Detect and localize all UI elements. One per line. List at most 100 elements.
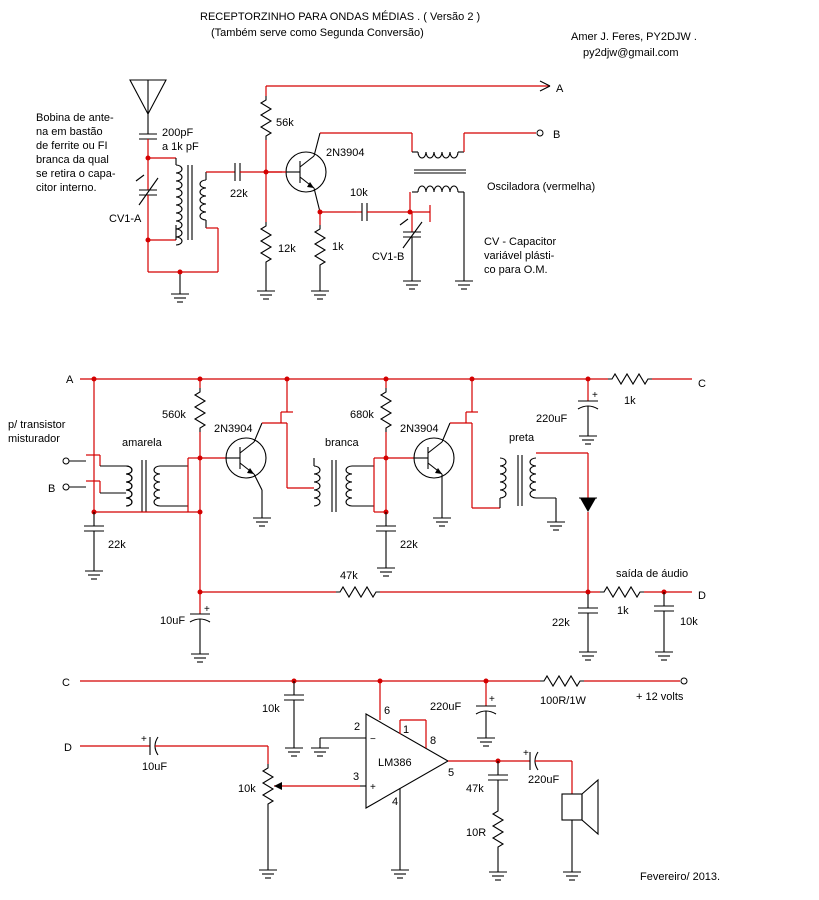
oscillator-coil (409, 132, 536, 275)
label-10k-1: 10k (350, 187, 368, 199)
label-10uf-1: 10uF (160, 615, 185, 627)
label-220uf-1: 220uF (536, 413, 567, 425)
svg-text:citor interno.: citor interno. (36, 182, 97, 194)
capacitor-220uf-2: + (475, 681, 497, 732)
label-pot: 10k (238, 783, 256, 795)
label-lm386: LM386 (378, 757, 412, 769)
note-cv: CV - Capacitor variável plásti- co para … (484, 236, 556, 276)
capacitor-10uf-agc: + (189, 592, 211, 648)
label-cv1b: CV1-B (372, 251, 404, 263)
label-branca: branca (325, 437, 360, 449)
author: Amer J. Feres, PY2DJW . (571, 31, 697, 43)
label-100r: 100R/1W (540, 695, 586, 707)
resistor-1k-audio (599, 586, 645, 598)
transistor-q1 (285, 151, 327, 193)
label-b-top: B (553, 129, 560, 141)
label-22k-4: 22k (552, 617, 570, 629)
ic-lm386: − + (365, 713, 450, 809)
capacitor-200pf (139, 133, 157, 158)
label-q1: 2N3904 (326, 147, 365, 159)
capacitor-22k-mid1 (83, 511, 105, 546)
capacitor-22k-out (577, 593, 599, 628)
svg-text:+: + (523, 748, 529, 759)
label-22k-2: 22k (108, 539, 126, 551)
label-a-top: A (556, 83, 564, 95)
capacitor-220uf-output: + (523, 748, 572, 771)
label-47k-2: 47k (466, 783, 484, 795)
label-680k: 680k (350, 409, 374, 421)
email: py2djw@gmail.com (583, 47, 679, 59)
transistor-q3 (413, 437, 455, 479)
label-47k-1: 47k (340, 570, 358, 582)
resistor-10r-zobel (492, 806, 504, 852)
footer-date: Fevereiro/ 2013. (640, 871, 720, 883)
label-10k-2: 10k (680, 616, 698, 628)
label-220uf-3: 220uF (528, 774, 559, 786)
svg-text:misturador: misturador (8, 433, 60, 445)
label-b-mid: B (48, 483, 55, 495)
connector-a-top (539, 80, 551, 92)
label-cv1a: CV1-A (109, 213, 142, 225)
label-200pf-b: a 1k pF (162, 141, 199, 153)
connector-b-mid-icon (62, 483, 70, 491)
capacitor-10k-audio (653, 591, 675, 626)
label-amarela: amarela (122, 437, 163, 449)
speaker-icon (561, 761, 599, 866)
svg-text:p/ transistor: p/ transistor (8, 419, 66, 431)
transistor-q2 (225, 437, 267, 479)
label-q2: 2N3904 (214, 423, 253, 435)
svg-text:Bobina de ante-: Bobina de ante- (36, 112, 114, 124)
oscillator-note: Osciladora (vermelha) (487, 181, 595, 193)
capacitor-10k-osc (356, 203, 410, 221)
resistor-47k-agc (335, 586, 381, 598)
label-q3: 2N3904 (400, 423, 439, 435)
label-1k-3: 1k (617, 605, 629, 617)
svg-text:se retira o capa-: se retira o capa- (36, 168, 116, 180)
note-antenna-coil: Bobina de ante- na em bastão de ferrite … (36, 112, 116, 194)
svg-text:+: + (592, 390, 598, 401)
detector-diode (579, 453, 597, 594)
capacitor-10uf-input: + (141, 734, 268, 756)
label-220uf-2: 220uF (430, 701, 461, 713)
svg-text:de ferrite ou FI: de ferrite ou FI (36, 140, 108, 152)
supply-note: + 12 volts (636, 691, 684, 703)
label-12k: 12k (278, 243, 296, 255)
transformer-preta (465, 379, 588, 516)
potentiometer-volume[interactable] (261, 746, 360, 864)
title: RECEPTORZINHO PARA ONDAS MÉDIAS . ( Vers… (200, 10, 480, 23)
svg-text:co para O.M.: co para O.M. (484, 264, 548, 276)
capacitor-220uf-1: + (577, 379, 599, 430)
note-mixer: p/ transistor misturador (8, 419, 66, 445)
label-10k-3: 10k (262, 703, 280, 715)
resistor-100r (539, 675, 585, 687)
label-22k-1: 22k (230, 188, 248, 200)
subtitle: (Também serve como Segunda Conversão) (211, 27, 424, 39)
svg-text:+: + (370, 782, 376, 793)
antenna-icon (129, 79, 167, 134)
capacitor-47k-zobel (487, 760, 509, 795)
resistor-1k-supply (607, 373, 653, 385)
label-1k-2: 1k (624, 395, 636, 407)
label-pin2: 2 (354, 721, 360, 733)
label-pin6: 6 (384, 705, 390, 717)
resistor-56k (260, 95, 272, 141)
svg-text:+: + (204, 604, 210, 615)
label-560k: 560k (162, 409, 186, 421)
audio-out-note: saída de áudio (616, 568, 688, 580)
capacitor-10k-supply (283, 680, 305, 715)
capacitor-22k-mid2 (375, 511, 397, 546)
label-22k-3: 22k (400, 539, 418, 551)
resistor-12k (260, 221, 272, 267)
svg-text:+: + (141, 734, 147, 745)
variable-capacitor-cv1b (399, 212, 423, 275)
label-d-bottom: D (64, 742, 72, 754)
capacitor-22k-coupling (230, 163, 282, 181)
transformer-branca (280, 379, 386, 512)
label-pin8: 8 (430, 735, 436, 747)
resistor-1k-emitter (314, 224, 326, 270)
svg-text:na em bastão: na em bastão (36, 126, 103, 138)
label-pin3: 3 (353, 771, 359, 783)
label-pin5: 5 (448, 767, 454, 779)
label-c-mid: C (698, 378, 706, 390)
connector-b-top-icon (536, 129, 544, 137)
